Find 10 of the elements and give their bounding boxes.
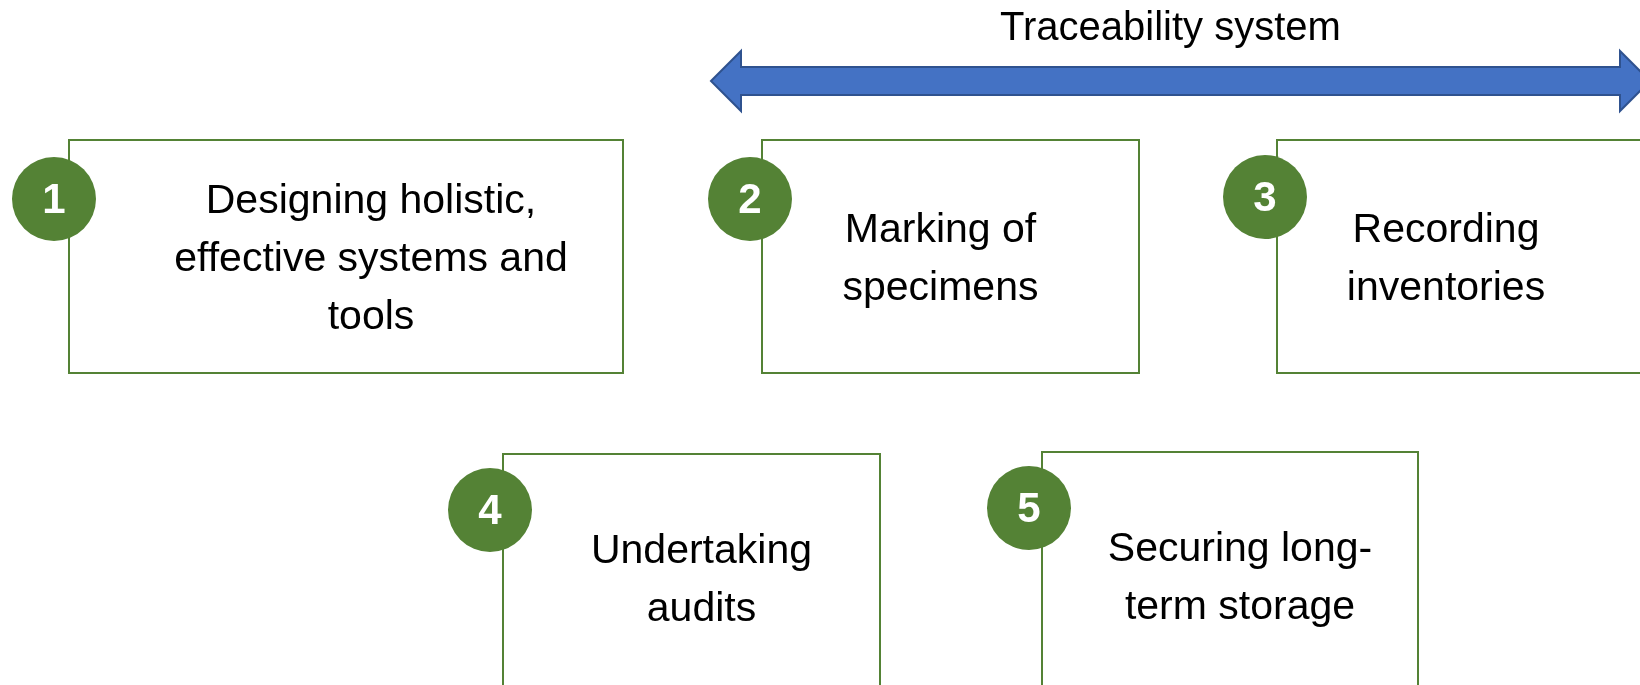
number-badge: 4 [448,468,532,552]
step-box: Designing holistic, effective systems and tools [68,139,624,374]
step-box: Securing long-term storage [1041,451,1419,685]
step-box: Undertaking audits [502,453,881,685]
number-badge: 2 [708,157,792,241]
number-badge: 3 [1223,155,1307,239]
number-badge: 5 [987,466,1071,550]
step-box: Marking of specimens [761,139,1140,374]
step-box: Recording inventories [1276,139,1640,374]
number-badge: 1 [12,157,96,241]
